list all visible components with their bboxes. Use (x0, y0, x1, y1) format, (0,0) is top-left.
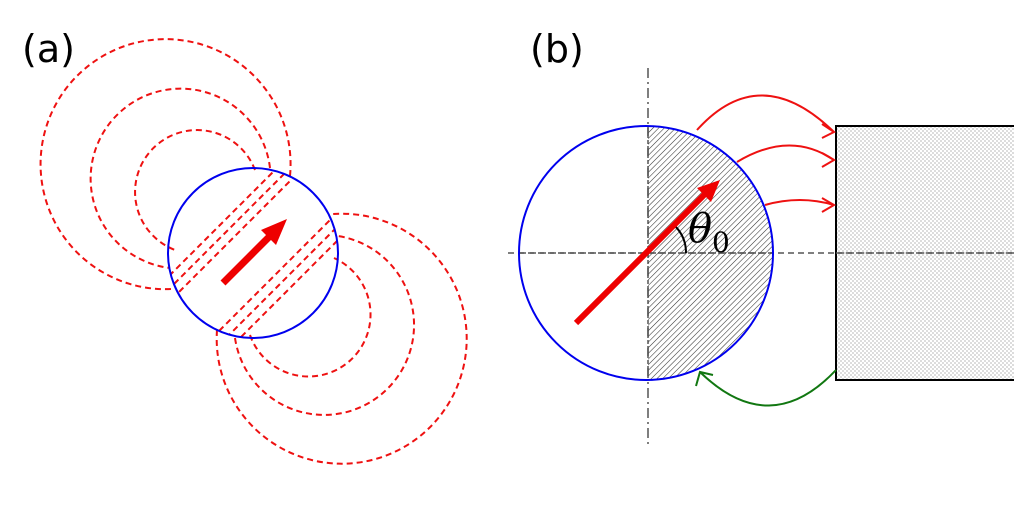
field-lines-upper-left (39, 38, 292, 291)
panel-b-label: (b) (530, 27, 584, 71)
neighbor-block (835, 125, 1014, 381)
field-loop-middle (234, 235, 415, 416)
angle-arc (674, 225, 688, 254)
flux-arrowheads (821, 123, 836, 213)
magnetic-moment-arrow (573, 180, 720, 326)
return-arrow (695, 369, 837, 407)
field-loop-inner (134, 129, 256, 251)
flux-arrow-middle (736, 144, 835, 163)
field-lines-lower-right (215, 212, 468, 465)
flux-arrow-top (696, 94, 835, 133)
internal-field-lines (168, 168, 338, 338)
sphere (167, 167, 339, 339)
panel-a: (a) (22, 27, 468, 465)
sphere (518, 125, 774, 381)
angle-subscript: 0 (712, 226, 730, 259)
field-loop-outer (39, 38, 292, 291)
flux-arrow-bottom (764, 199, 835, 206)
panel-a-label: (a) (22, 27, 75, 71)
magnetic-moment-arrow (220, 219, 287, 286)
field-loop-outer (215, 212, 468, 465)
field-loop-middle (89, 87, 271, 269)
field-loop-inner (249, 257, 372, 378)
panel-b: (b) θ 0 (508, 27, 1014, 445)
angle-symbol: θ (688, 206, 712, 252)
